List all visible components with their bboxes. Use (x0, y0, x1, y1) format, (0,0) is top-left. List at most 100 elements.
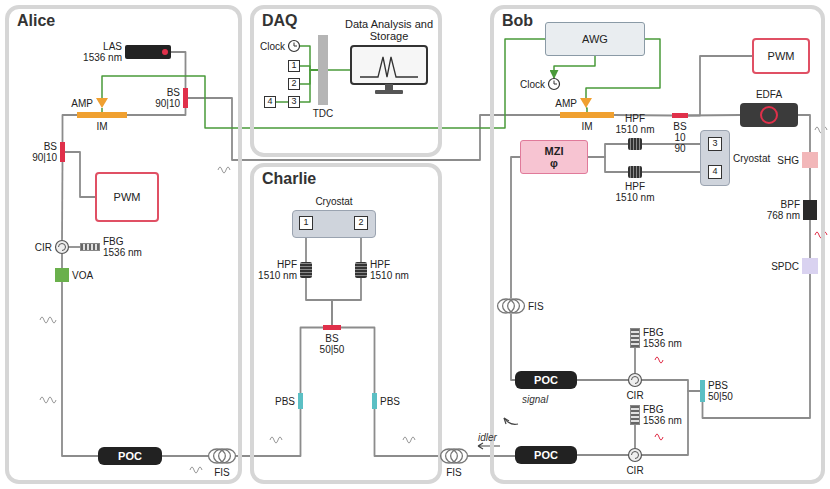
component-box: 1 (299, 216, 313, 230)
component-icon (630, 405, 640, 425)
component-icon (628, 138, 642, 150)
component: Cryostat34 (700, 130, 770, 186)
component-label: 1510 nm (258, 270, 297, 281)
component-label: 50|50 (320, 344, 345, 355)
component: FIS (440, 448, 468, 478)
optical-fiber (306, 278, 332, 325)
optical-fiber (634, 425, 636, 448)
component-label: CIR (626, 390, 643, 401)
text-group: HPF1510 nm (258, 259, 297, 281)
optical-fiber (236, 409, 301, 456)
component-label: PBS (708, 380, 733, 391)
optical-fiber (332, 278, 361, 325)
component-box: 4 (708, 165, 722, 179)
component-label: HPF (258, 259, 297, 270)
text-group: CIR (626, 390, 643, 401)
component-label: HPF (616, 181, 655, 192)
pulse-wavelets-red (655, 232, 827, 440)
optical-fiber (642, 391, 700, 455)
component: CIR (626, 373, 643, 401)
optical-fiber (809, 168, 811, 200)
direction-arrows (478, 418, 518, 449)
component-icon (548, 78, 560, 90)
component: PBS (275, 393, 303, 409)
text-group: FIS (446, 467, 462, 478)
component-label: BS (673, 121, 686, 132)
optical-fiber (341, 328, 375, 394)
component-label: Clock (520, 79, 545, 90)
component-label: 1 (291, 61, 296, 71)
component: IM (77, 112, 127, 132)
optical-fiber (171, 52, 186, 88)
text-group: 4 (712, 167, 717, 177)
text-group: MZIφ (545, 145, 564, 169)
electrical-wire (328, 69, 350, 71)
component-label: AMP (555, 98, 577, 109)
component: Data Analysis and Storage (343, 18, 435, 95)
text-group: POC (534, 374, 558, 386)
component: PBS50|50 (700, 380, 733, 402)
optical-fiber (62, 282, 98, 456)
text-group: IM (581, 121, 592, 132)
component: EDFA (740, 89, 798, 127)
text-group: AMP (555, 98, 577, 109)
component-icon (55, 268, 69, 282)
component-label: EDFA (756, 89, 782, 100)
component: BS1090 (672, 113, 688, 154)
component-icon (355, 262, 367, 278)
component-label: FBG (643, 404, 682, 415)
component-label: AWG (582, 33, 608, 45)
component-label: POC (534, 449, 558, 461)
component-icon (740, 103, 798, 127)
optical-fiber (69, 246, 80, 248)
optical-fiber (588, 157, 628, 172)
text-group: BS90|10 (32, 141, 57, 163)
component-label: PBS (275, 396, 295, 407)
text-group: FIS (528, 301, 544, 312)
lab-panel: DAQClock1234TDCData Analysis and Storage (250, 5, 442, 157)
text-group: AWG (582, 33, 608, 45)
text-group: FBG1536 nm (643, 327, 682, 349)
text-group: 1 (291, 61, 296, 71)
component-icon (350, 45, 428, 95)
component-label: PBS (380, 396, 400, 407)
component: BPF768 nm (767, 199, 817, 221)
component-icon (803, 200, 817, 220)
component-label: FBG (103, 236, 142, 247)
component: HPF1510 nm (258, 259, 312, 281)
component-label: FBG (643, 327, 682, 338)
text-group: FIS (214, 467, 230, 478)
component: CIR (35, 240, 69, 254)
component-label: Clock (260, 41, 285, 52)
component-icon (372, 393, 377, 409)
component-icon (628, 448, 642, 462)
component: HPF1510 nm (616, 166, 655, 203)
text-group: HPF1510 nm (616, 113, 655, 135)
text-group: PBS50|50 (708, 380, 733, 402)
text-group: BS50|50 (320, 333, 345, 355)
component-box: AWG (545, 22, 645, 56)
component-icon (300, 262, 312, 278)
text-group: Data Analysis and Storage (343, 18, 435, 42)
component-label: 1510 nm (370, 270, 409, 281)
component-icon (77, 112, 127, 118)
component-label: 1510 nm (616, 192, 655, 203)
component-box: 3 (708, 137, 722, 151)
text-group: SHG (777, 155, 799, 166)
component-box: 2 (354, 216, 368, 230)
component-icon (672, 113, 688, 118)
optical-fiber (127, 108, 186, 115)
component-icon (55, 240, 69, 254)
component-label: 2 (291, 79, 296, 89)
text-group: Alice (17, 12, 55, 30)
optical-fiber (642, 380, 700, 391)
component-icon (802, 258, 818, 274)
component-box: PWM (752, 38, 810, 74)
component-icon (208, 448, 236, 464)
component-label: 4 (712, 167, 717, 177)
optical-fiber (809, 220, 811, 258)
electrical-wire (554, 56, 595, 78)
component: CIR (626, 448, 643, 476)
text-group: Clock (520, 79, 545, 90)
component-label: 1536 nm (643, 338, 682, 349)
